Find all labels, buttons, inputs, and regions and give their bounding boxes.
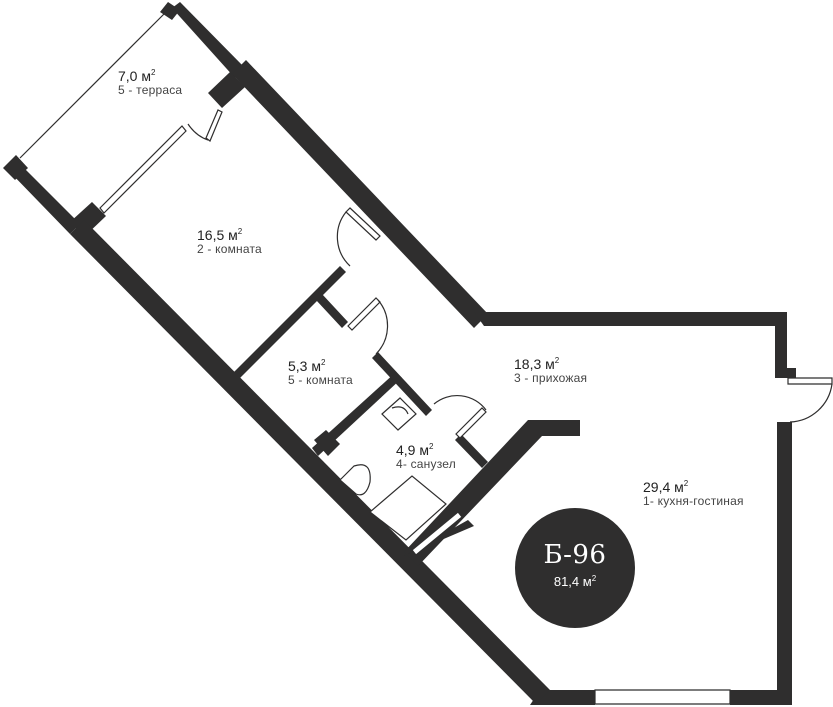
room-name: 1- кухня-гостиная	[643, 494, 744, 509]
apartment-code: Б-96	[543, 540, 607, 570]
window-kitchen-south	[594, 689, 731, 705]
room-label-hallway: 18,3 м2 3 - прихожая	[514, 356, 587, 386]
apartment-badge: Б-96 81,4 м2	[515, 508, 635, 628]
door-swing-terrace	[187, 123, 209, 141]
door-leaf-balcony	[787, 377, 833, 385]
wall-terrace-corner-top	[160, 2, 180, 20]
wall-outer-south-right	[730, 690, 792, 705]
room-area: 4,9 м2	[396, 442, 434, 458]
room-area: 5,3 м2	[288, 358, 326, 374]
room-label-bathroom: 4,9 м2 4- санузел	[396, 442, 456, 472]
door-leaf-bath	[455, 407, 487, 439]
door-swing-balcony	[789, 383, 833, 423]
windows	[99, 125, 731, 705]
apartment-total-area: 81,4 м2	[553, 574, 597, 589]
wall-terrace-top	[172, 2, 245, 78]
door-leaf-room2	[345, 207, 381, 241]
room-label-room-5: 5,3 м2 5 - комната	[288, 358, 353, 388]
wall-outer-southwest	[70, 220, 550, 704]
door-swing-room5	[375, 299, 389, 355]
window-niche	[411, 511, 463, 556]
wall-room5-hall	[372, 352, 432, 416]
door-leaf-room5	[347, 297, 381, 331]
wall-room2-room5	[232, 266, 346, 380]
shower-tray-icon	[369, 475, 447, 541]
room-name: 5 - комната	[288, 373, 353, 388]
room-name: 3 - прихожая	[514, 371, 588, 386]
wall-pier-top	[208, 72, 245, 108]
room-area: 7,0 м2	[118, 68, 156, 84]
terrace-railing	[19, 9, 169, 159]
wall-shaft-box	[314, 430, 340, 456]
room-label-terrace: 7,0 м2 5 - терраса	[118, 68, 182, 98]
room-label-room-2: 16,5 м2 2 - комната	[197, 227, 262, 257]
door-leaf-terrace	[205, 109, 223, 142]
toilet-icon	[339, 464, 371, 496]
wall-terrace-left	[8, 162, 80, 234]
door-swing-bath	[433, 394, 487, 411]
room-area: 29,4 м2	[643, 479, 689, 495]
walls	[3, 2, 796, 705]
wall-door-jamb	[775, 368, 796, 378]
room-name: 5 - терраса	[118, 83, 183, 98]
wall-bath-right	[455, 434, 488, 468]
room-name: 2 - комната	[197, 242, 262, 257]
room-name: 4- санузел	[396, 457, 456, 472]
wall-stub-room5	[316, 294, 348, 328]
wall-kitchen-inner	[404, 420, 580, 566]
doors	[187, 109, 833, 439]
fixtures	[339, 397, 447, 541]
room-area: 16,5 м2	[197, 227, 243, 243]
wall-outer-north	[474, 312, 780, 326]
wall-outer-northeast	[232, 60, 488, 328]
door-swing-room2	[336, 211, 351, 267]
wall-outer-east-upper	[775, 312, 787, 372]
room-area: 18,3 м2	[514, 356, 560, 372]
room-label-kitchen-living: 29,4 м2 1- кухня-гостиная	[643, 479, 744, 509]
sink-basin	[391, 406, 409, 415]
wall-outer-east-lower	[777, 422, 792, 700]
sink-icon	[381, 397, 417, 431]
wall-room5-bath	[312, 372, 402, 456]
window-terrace-door	[99, 125, 187, 214]
